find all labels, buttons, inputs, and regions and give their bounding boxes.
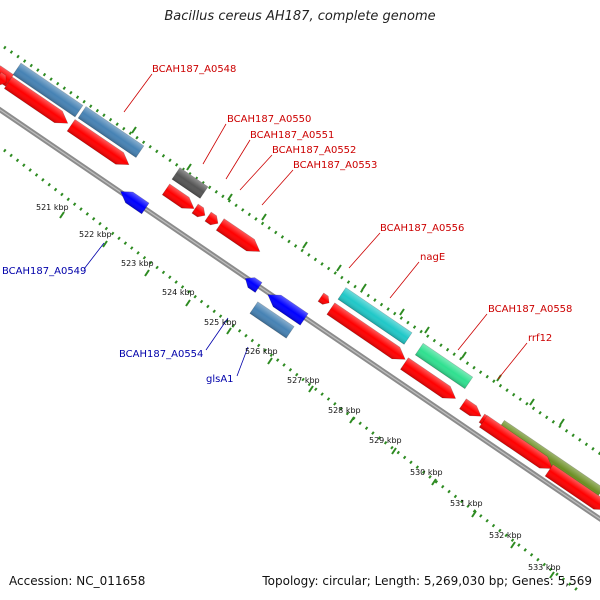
label-glsa1[interactable]: glsA1 — [206, 374, 234, 385]
cds-long — [478, 415, 554, 469]
gene-a0548b-upper — [77, 106, 145, 158]
outer-track-tick — [227, 193, 233, 201]
cds-a0558 — [400, 357, 457, 399]
genome-summary-text: Topology: circular; Length: 5,269,030 bp… — [262, 574, 592, 588]
accession-text: Accession: NC_011658 — [9, 574, 146, 588]
label-bcah187-a0558[interactable]: BCAH187_A0558 — [488, 304, 572, 315]
tick-label: 527 kbp — [287, 376, 320, 385]
cds-a0553 — [215, 218, 261, 252]
dotted-track-outer — [3, 45, 600, 456]
gene-a0549 — [120, 191, 150, 215]
tick-label: 533 kbp — [528, 563, 561, 572]
outer-track-tick — [131, 126, 137, 134]
cds-edge-right — [544, 464, 600, 511]
cds-a0548 — [3, 76, 69, 124]
gene-a0548-upper — [12, 62, 84, 118]
gene-small-rev — [245, 277, 263, 293]
outer-track-tick — [461, 351, 467, 359]
gene-a0554 — [267, 294, 309, 326]
callout-a0556 — [348, 232, 381, 269]
callout-nage — [389, 261, 420, 299]
label-bcah187-a0551[interactable]: BCAH187_A0551 — [250, 130, 334, 141]
tick-label: 522 kbp — [79, 230, 112, 239]
feature-a0558-green — [414, 342, 474, 390]
outer-track-tick — [529, 398, 535, 406]
inner-track-tick — [431, 478, 437, 486]
callout-a0551 — [225, 139, 251, 180]
cds-small-1 — [459, 398, 482, 417]
label-bcah187-a0552[interactable]: BCAH187_A0552 — [272, 145, 356, 156]
tick-label: 524 kbp — [162, 288, 195, 297]
outer-track-tick — [361, 283, 367, 291]
callout-a0548 — [123, 73, 153, 113]
label-bcah187-a0553[interactable]: BCAH187_A0553 — [293, 160, 377, 171]
inner-track-tick — [102, 240, 108, 248]
outer-track-tick — [399, 308, 405, 316]
dotted-track-inner — [3, 148, 581, 594]
cds-a — [0, 71, 7, 86]
inner-track-tick — [59, 211, 65, 219]
tick-label: 528 kbp — [328, 406, 361, 415]
label-bcah187-a0554[interactable]: BCAH187_A0554 — [119, 349, 203, 360]
inner-track-tick — [510, 541, 516, 549]
cds-a0548b — [66, 119, 130, 166]
tick-label: 523 kbp — [121, 259, 154, 268]
outer-track-tick — [559, 418, 565, 426]
scale-labels: 521 kbp 522 kbp 523 kbp 524 kbp 525 kbp … — [36, 203, 561, 572]
cds-nage — [326, 302, 406, 360]
inner-track-tick — [226, 327, 232, 335]
inner-track-tick — [185, 299, 191, 307]
outer-track-tick — [261, 213, 267, 221]
outer-track-tick — [424, 326, 430, 334]
inner-track-tick — [549, 571, 555, 579]
callout-lines — [83, 73, 528, 380]
tick-label: 532 kbp — [489, 531, 522, 540]
gene-labels: BCAH187_A0548 BCAH187_A0550 BCAH187_A055… — [2, 64, 572, 385]
tick-label: 530 kbp — [410, 468, 443, 477]
inner-track-tick — [267, 357, 273, 365]
outer-track-tick — [336, 264, 342, 272]
tick-label: 529 kbp — [369, 436, 402, 445]
outer-track-tick — [302, 241, 308, 249]
label-nage[interactable]: nagE — [420, 252, 445, 263]
callout-a0550 — [202, 123, 227, 165]
label-bcah187-a0556[interactable]: BCAH187_A0556 — [380, 223, 464, 234]
inner-track-tick — [308, 385, 314, 393]
callout-a0554 — [205, 317, 229, 351]
callout-a0553 — [261, 169, 294, 206]
cds-a0552 — [204, 211, 219, 226]
feature-nage-cyan — [337, 287, 413, 345]
cds-a0550 — [161, 183, 195, 209]
tick-label: 521 kbp — [36, 203, 69, 212]
tick-label: 531 kbp — [450, 499, 483, 508]
inner-track-tick — [349, 416, 355, 424]
tick-label: 525 kbp — [204, 318, 237, 327]
tick-label: 526 kbp — [245, 347, 278, 356]
cds-a0551 — [191, 203, 206, 218]
inner-track-tick — [144, 269, 150, 277]
callout-a0558 — [457, 313, 488, 351]
inner-track-tick — [391, 447, 397, 455]
label-bcah187-a0548[interactable]: BCAH187_A0548 — [152, 64, 236, 75]
label-bcah187-a0550[interactable]: BCAH187_A0550 — [227, 114, 311, 125]
gene-a0550-pseudo — [171, 167, 209, 199]
callout-rrf12 — [497, 342, 528, 380]
callout-a0552 — [239, 154, 273, 191]
gene-features — [0, 62, 600, 511]
outer-track-tick — [186, 163, 192, 171]
dotted-tracks — [3, 45, 600, 594]
callout-a0549 — [83, 242, 105, 270]
label-rrf12[interactable]: rrf12 — [528, 333, 552, 344]
label-bcah187-a0549[interactable]: BCAH187_A0549 — [2, 266, 86, 277]
callout-glsa1 — [236, 346, 249, 377]
map-title: Bacillus cereus AH187, complete genome — [164, 9, 436, 24]
cds-a0556 — [317, 292, 330, 305]
inner-track-tick — [471, 510, 477, 518]
gene-glsa1 — [249, 301, 295, 339]
